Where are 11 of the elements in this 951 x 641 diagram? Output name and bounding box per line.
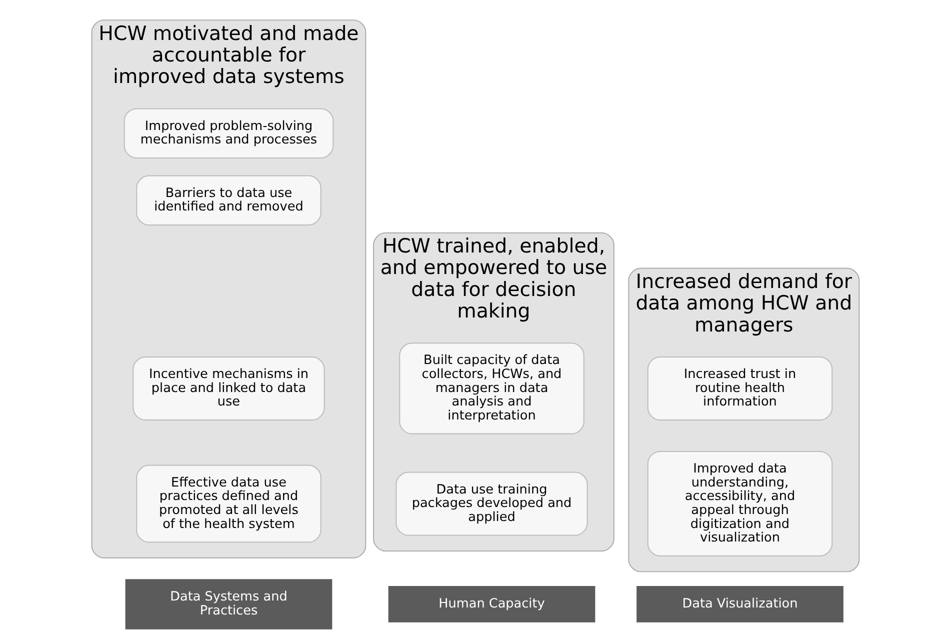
- node-box: Improved data understanding, accessibility, and appeal through digitization and visualization: [647, 451, 833, 556]
- node-box: Data Visualization: [636, 586, 844, 622]
- node-box: Human Capacity: [388, 586, 596, 622]
- node-box: Incentive mechanisms in place and linked to data use: [132, 356, 325, 420]
- node-box: Improved problem-solving mechanisms and processes: [124, 108, 334, 158]
- node-box: Data Systems and Practices: [125, 579, 332, 630]
- node-box: Built capacity of data collectors, HCWs, and managers in data analysis and interpretation: [399, 342, 584, 434]
- node-box: Data use training packages developed and applied: [396, 472, 588, 536]
- node-box: Barriers to data use identified and removed: [136, 175, 322, 226]
- node-box: Increased trust in routine health information: [647, 356, 833, 420]
- node-box: Effective data use practices defined and promoted at all levels of the health system: [136, 464, 322, 543]
